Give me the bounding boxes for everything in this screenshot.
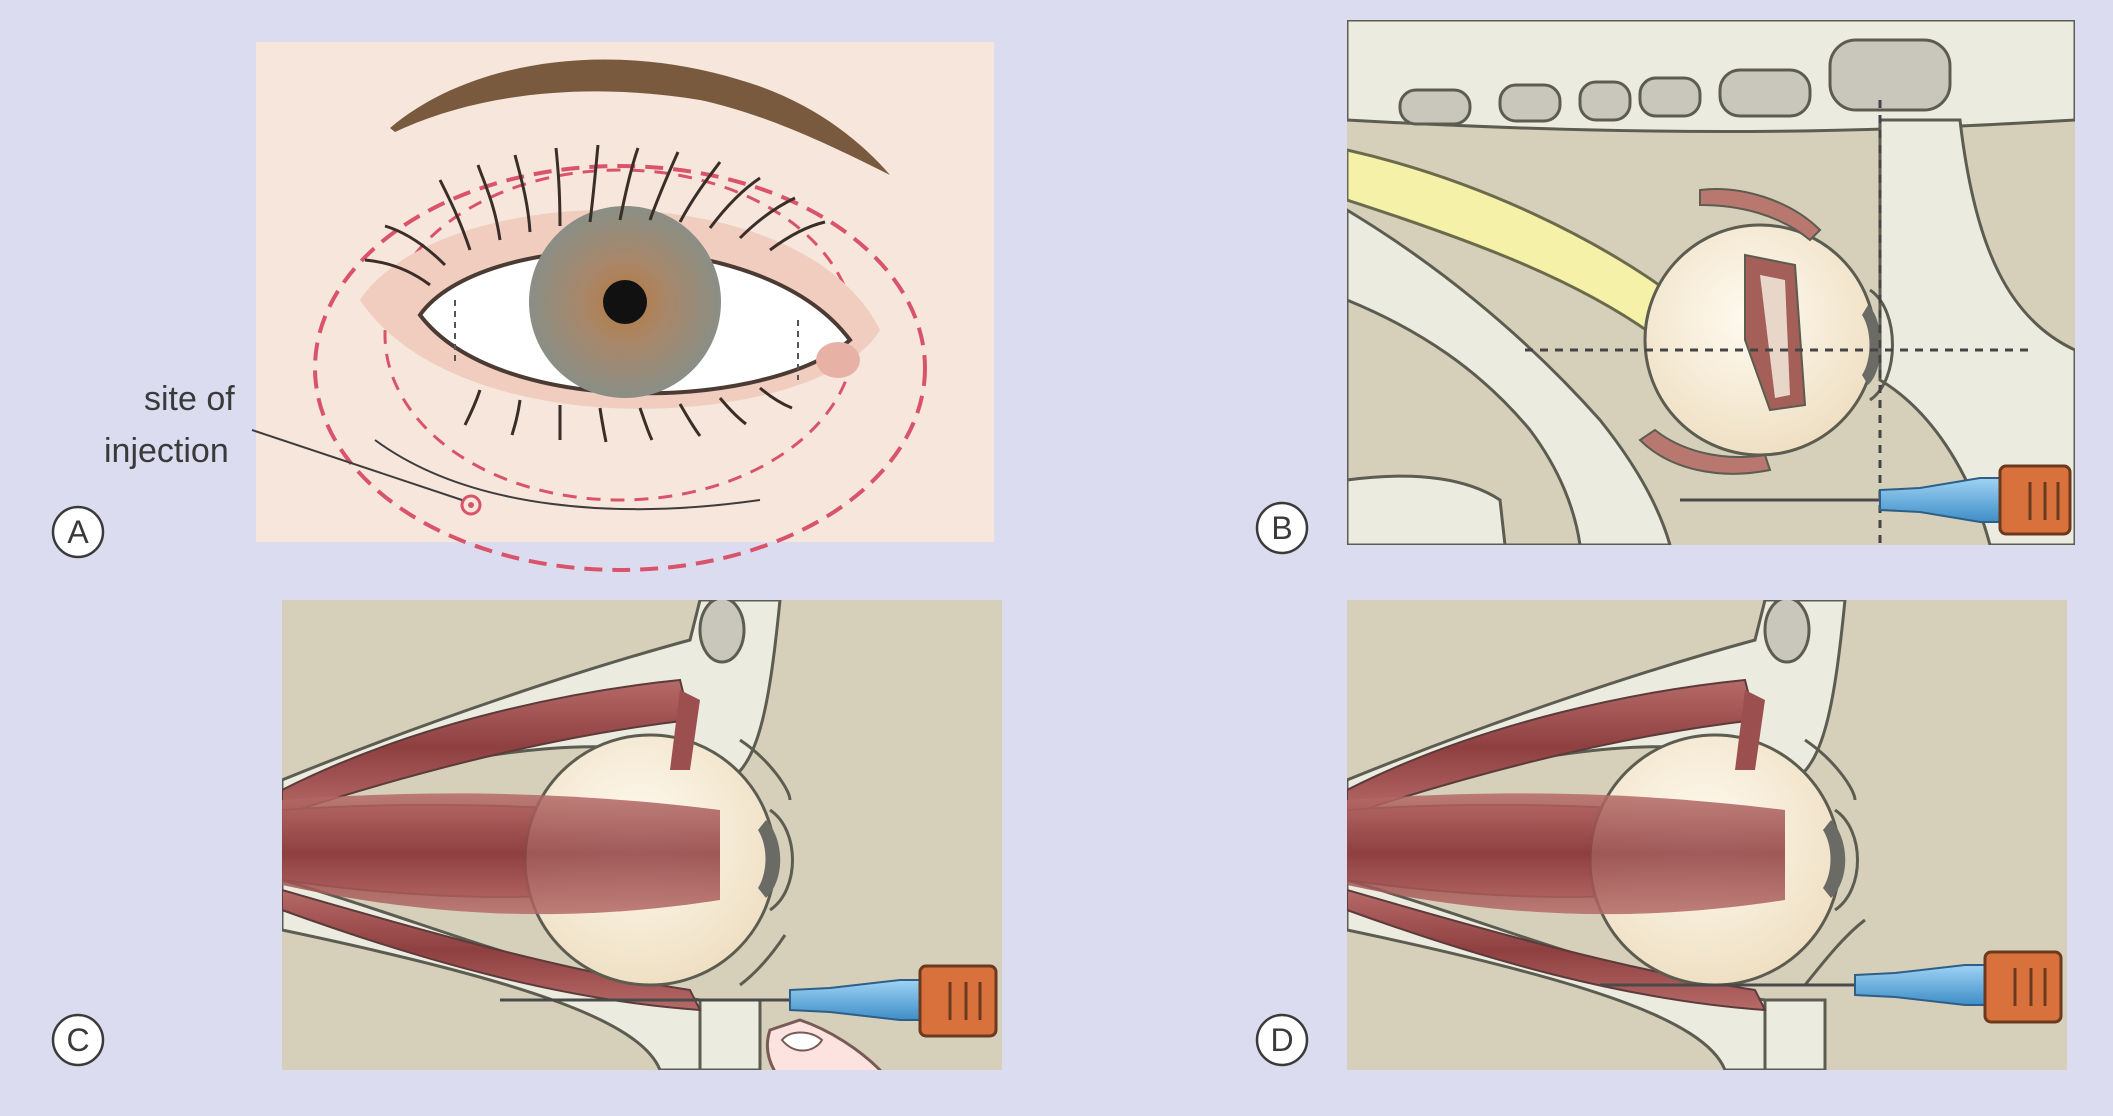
syringe-tip (1985, 952, 2061, 1022)
maxillary-bone (1765, 1000, 1825, 1070)
supraorbital-foramen (1765, 598, 1809, 662)
muscle-over-globe (282, 793, 720, 914)
panel-c-letter: C (66, 1022, 89, 1058)
panel-b-letter: B (1271, 510, 1292, 546)
syringe-tip (920, 966, 996, 1036)
muscle-over-globe (1347, 793, 1785, 914)
callout-line-2: injection (104, 432, 229, 470)
panel-d-letter: D (1270, 1022, 1293, 1058)
panel-a-letter: A (67, 514, 89, 550)
callout-line-1: site of (144, 380, 235, 418)
injection-site-dot (468, 502, 474, 508)
panel-d: D (1257, 598, 2067, 1070)
caruncle (816, 342, 860, 378)
supraorbital-foramen (700, 598, 744, 662)
pupil (603, 280, 647, 324)
maxillary-bone (700, 1000, 760, 1070)
panel-b: B (1257, 20, 2075, 553)
